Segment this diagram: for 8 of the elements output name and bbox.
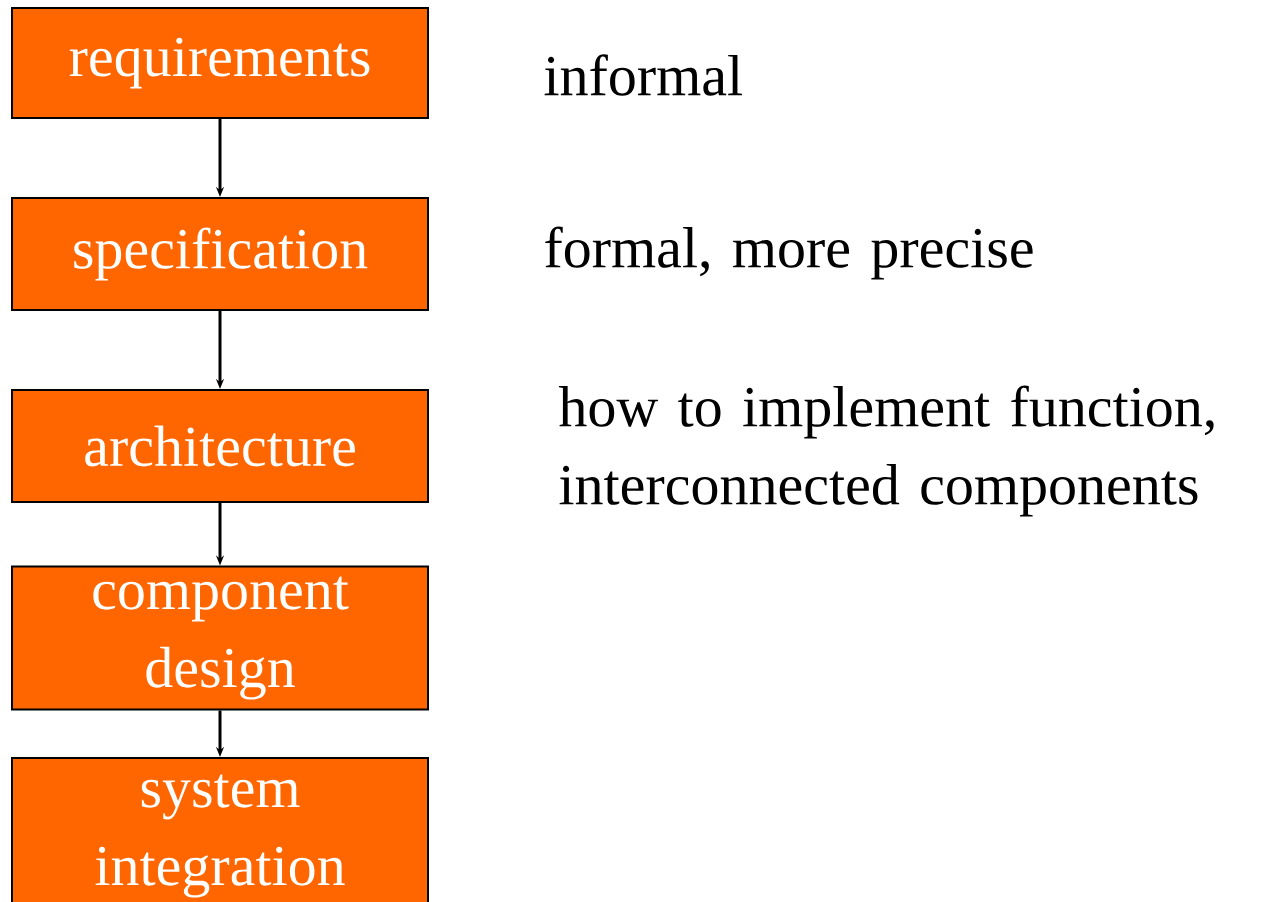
process-box: requirements <box>11 7 429 119</box>
annotation-text: formal, more precise <box>545 226 1033 280</box>
annotation-text: how to implement function, interconnected components <box>559 385 1214 517</box>
process-box: specification <box>11 197 429 311</box>
process-box: system integration <box>11 757 429 902</box>
process-box: architecture <box>11 389 429 503</box>
process-box: component design <box>11 565 429 711</box>
annotation-text: informal <box>544 54 742 96</box>
